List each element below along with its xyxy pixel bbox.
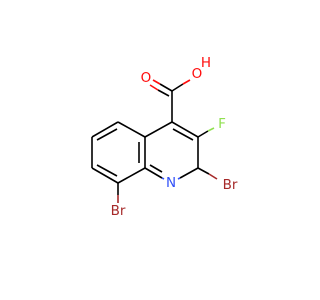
bond-c7-c8 bbox=[91, 167, 119, 184]
atom-f-label: F bbox=[218, 116, 226, 132]
atom-o-hydroxyl-label: O bbox=[192, 66, 203, 82]
atom-br-2-label: Br bbox=[223, 177, 238, 193]
bond-c2-n1 bbox=[179, 167, 199, 179]
bond-n1-c8a-inner bbox=[149, 164, 163, 173]
molecule-structure-diagram: O O H F N Br Br bbox=[91, 55, 238, 219]
bond-ccarboxyl-ocarbonyl-2-o bbox=[149, 84, 159, 91]
atom-br-8-label: Br bbox=[111, 203, 126, 219]
bond-ccarboxyl-ocarbonyl-2 bbox=[157, 89, 170, 97]
bond-c4a-c4 bbox=[144, 121, 173, 138]
bond-c5-c6 bbox=[91, 121, 119, 138]
bond-c2-br-br bbox=[208, 173, 218, 180]
bond-c3-f-f bbox=[207, 127, 215, 132]
bond-c3-f bbox=[197, 130, 209, 138]
bond-c4a-c5 bbox=[117, 121, 146, 138]
bond-ccarboxyl-ocarbonyl bbox=[159, 83, 173, 92]
atom-label-layer: O O H F N Br Br bbox=[111, 55, 238, 219]
bond-layer bbox=[91, 79, 218, 203]
bond-n1-c8a-n bbox=[161, 177, 165, 180]
bond-c4-c3-inner bbox=[172, 128, 194, 141]
bond-c4-c3 bbox=[171, 121, 199, 138]
bond-ccarboxyl-ocarbonyl-o bbox=[152, 79, 161, 85]
atom-n-label: N bbox=[166, 175, 176, 191]
bond-c2-br bbox=[197, 167, 210, 175]
bond-c2-n1-n bbox=[177, 177, 181, 180]
bond-c8-c8a bbox=[117, 167, 146, 184]
bond-n1-c8a bbox=[144, 167, 163, 179]
atom-h-hydroxyl-label: H bbox=[201, 55, 211, 71]
bond-ccarboxyl-oh bbox=[171, 83, 184, 92]
bond-c5-c6-inner bbox=[96, 128, 118, 141]
bond-ccarboxyl-oh-o bbox=[182, 79, 191, 85]
atom-o-carbonyl-label: O bbox=[141, 70, 152, 86]
bond-c7-c8-inner bbox=[96, 164, 118, 177]
